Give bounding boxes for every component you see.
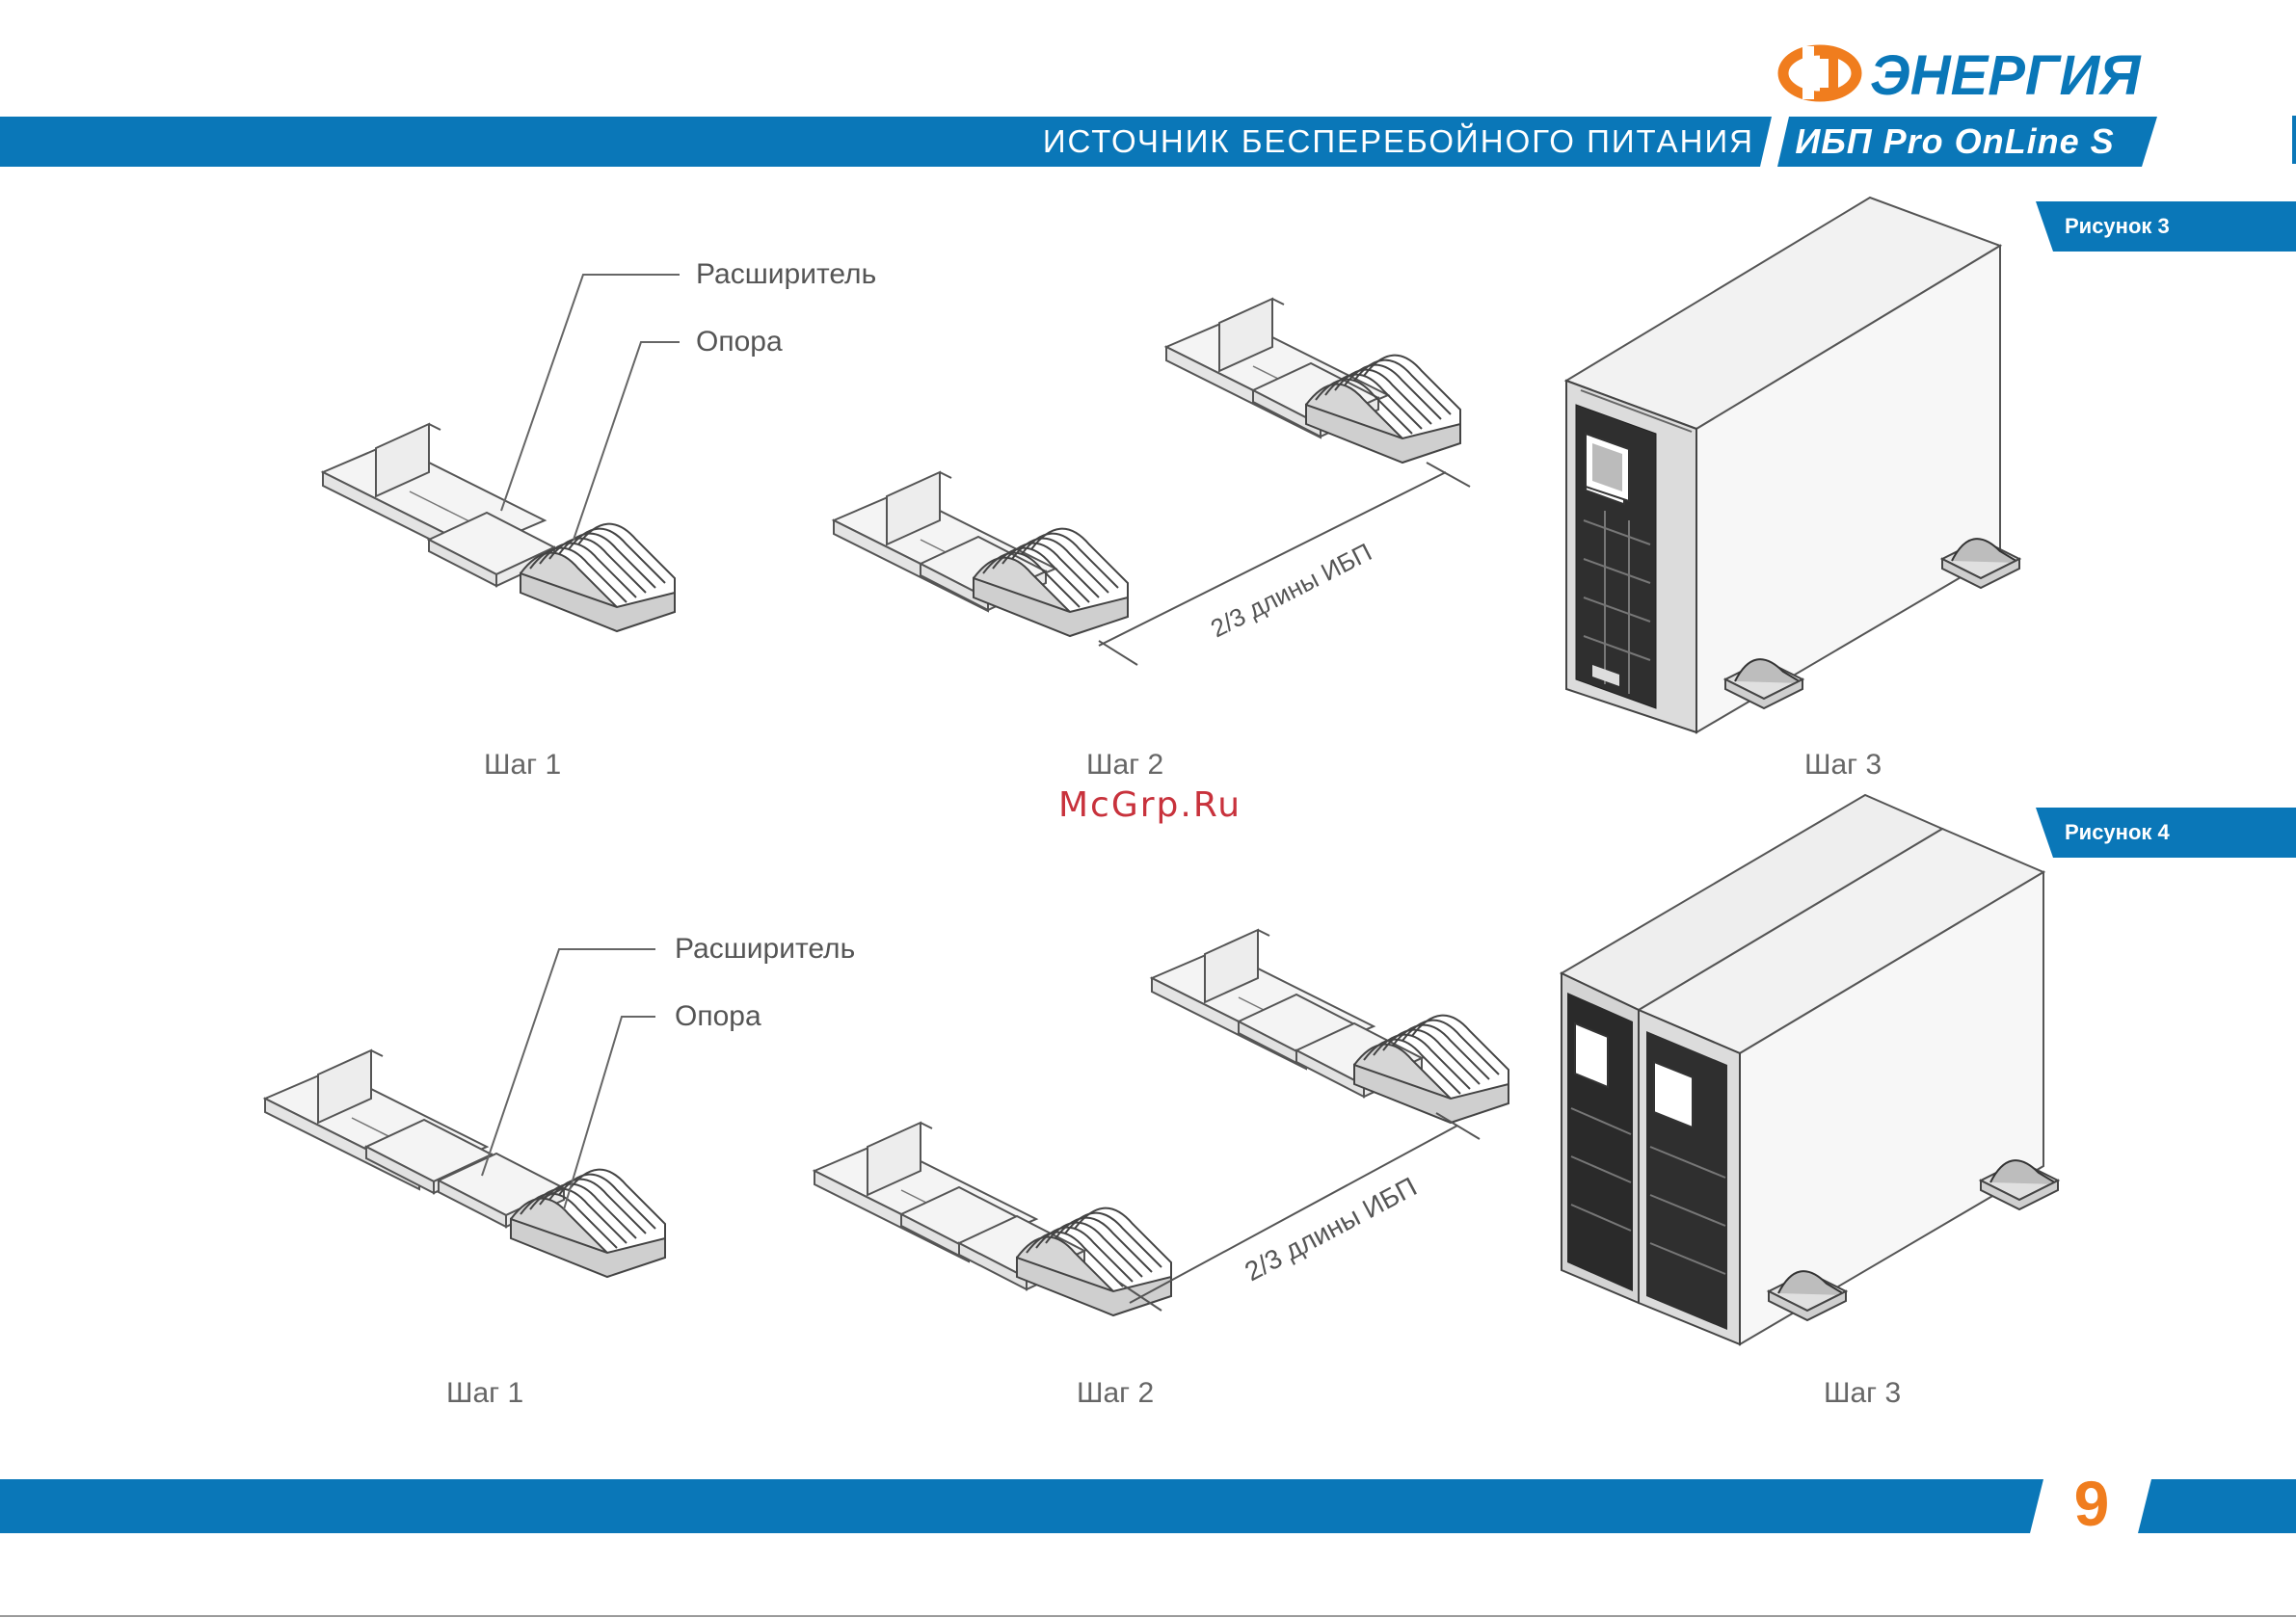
figure-3-step-1-label: Шаг 1 [484, 749, 561, 781]
header-title: ИСТОЧНИК БЕСПЕРЕБОЙНОГО ПИТАНИЯ [964, 117, 1754, 167]
figure-4-callout-extender: Расширитель [675, 933, 855, 965]
figure-4-step-2-label: Шаг 2 [1077, 1377, 1154, 1409]
logo-icon: ЭНЕРГИЯ [1774, 39, 2159, 106]
figure-4-ups-cabinets [1562, 795, 2058, 1344]
figure-3-dimension-label: 2/3 длины ИБП [1206, 538, 1376, 644]
bottom-rule [0, 1615, 2296, 1617]
figure-3-callout-support: Опора [696, 326, 783, 358]
figure-3-step-2-label: Шаг 2 [1086, 749, 1163, 781]
figure-4-step-1 [265, 1050, 665, 1277]
figure-3-step-2 [834, 299, 1460, 636]
figure-3-callout-lines [501, 275, 680, 540]
figure-3-step-1 [323, 424, 675, 631]
page-number: 9 [2043, 1465, 2140, 1542]
figure-3-dimension-lines [1099, 463, 1470, 665]
footer-bar [0, 1479, 2296, 1533]
figure-3-ups-cabinet [1566, 198, 2019, 732]
figure-3-callout-extender: Расширитель [696, 258, 876, 290]
figure-4-dimension-lines [1118, 1113, 1480, 1311]
figure-3-step-3-label: Шаг 3 [1804, 749, 1882, 781]
figure-4-step-3-label: Шаг 3 [1824, 1377, 1901, 1409]
figure-4-step-2 [814, 930, 1508, 1315]
watermark: McGrp.Ru [1058, 785, 1241, 825]
edge-marker [2292, 116, 2296, 164]
logo-text: ЭНЕРГИЯ [1870, 44, 2142, 106]
figure-4-step-1-label: Шаг 1 [446, 1377, 523, 1409]
brand-logo: ЭНЕРГИЯ [1774, 39, 2159, 106]
header-product-name: ИБП Pro OnLine S [1791, 117, 2119, 167]
figure-4-callout-support: Опора [675, 1000, 761, 1032]
